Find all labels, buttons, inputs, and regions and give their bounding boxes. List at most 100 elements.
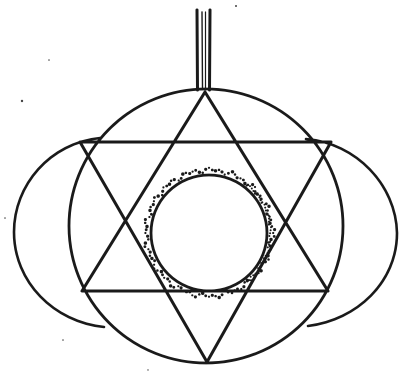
ring-dot bbox=[257, 267, 259, 269]
ring-dot bbox=[260, 199, 262, 201]
ring-dot bbox=[265, 212, 267, 214]
ring-dot bbox=[147, 238, 150, 241]
ring-dot bbox=[261, 202, 263, 204]
ring-dot bbox=[194, 295, 197, 298]
dotted-ring bbox=[144, 167, 277, 299]
ring-dot bbox=[153, 200, 155, 202]
ring-dot bbox=[165, 185, 168, 188]
ring-dot bbox=[267, 205, 270, 208]
ring-dot bbox=[144, 222, 147, 225]
ring-dot bbox=[180, 177, 183, 180]
ring-dot bbox=[201, 172, 204, 175]
ring-dot bbox=[144, 241, 147, 244]
ring-dot bbox=[236, 176, 239, 179]
ring-dot bbox=[231, 292, 234, 295]
ring-dot bbox=[272, 232, 274, 234]
ring-dot bbox=[188, 291, 191, 294]
ring-dot bbox=[149, 206, 152, 209]
ring-dot bbox=[269, 241, 271, 243]
ring-dot bbox=[224, 173, 226, 175]
ring-dot bbox=[240, 288, 242, 290]
ring-dot bbox=[168, 280, 171, 283]
ring-dot bbox=[144, 218, 147, 221]
ring-dot bbox=[153, 196, 156, 199]
ring-dot bbox=[236, 288, 239, 291]
stem bbox=[197, 10, 210, 90]
ring-dot bbox=[263, 261, 265, 263]
ring-dot bbox=[246, 281, 248, 283]
ring-dot bbox=[243, 182, 246, 185]
ring-dot bbox=[185, 172, 188, 175]
ring-dot bbox=[266, 252, 268, 254]
ring-dot bbox=[265, 255, 267, 257]
ring-dot bbox=[249, 185, 251, 187]
ring-dot bbox=[218, 169, 221, 172]
ring-dot bbox=[270, 226, 272, 228]
ring-dot bbox=[231, 170, 234, 173]
ring-dot bbox=[267, 246, 269, 248]
ring-dot bbox=[264, 207, 266, 209]
ring-dot bbox=[252, 274, 254, 276]
right-side-arc bbox=[306, 139, 397, 326]
ring-dot bbox=[233, 289, 236, 292]
ring-dot bbox=[198, 171, 201, 174]
ring-dot bbox=[218, 296, 221, 299]
ring-dot bbox=[181, 172, 184, 175]
ring-dot bbox=[265, 210, 267, 212]
ring-dot bbox=[192, 171, 194, 173]
ring-dot bbox=[220, 170, 223, 173]
ring-dot bbox=[185, 290, 188, 293]
ring-dot bbox=[148, 216, 150, 218]
ring-dot bbox=[254, 193, 256, 195]
ring-dot bbox=[250, 276, 252, 278]
ring-dot bbox=[208, 296, 210, 298]
ring-dot bbox=[243, 282, 245, 284]
ring-dot bbox=[166, 277, 169, 280]
ring-dot bbox=[268, 244, 270, 246]
ring-dot bbox=[157, 194, 160, 197]
ring-dot bbox=[161, 190, 164, 193]
ring-dot bbox=[208, 167, 210, 169]
ring-dot bbox=[204, 168, 207, 171]
ring-dot bbox=[270, 229, 272, 231]
ring-dot bbox=[239, 177, 241, 179]
ring-dot bbox=[257, 194, 259, 196]
ring-dot bbox=[191, 294, 193, 296]
ring-dot bbox=[268, 215, 270, 217]
ring-dot bbox=[253, 277, 255, 279]
ring-dot bbox=[211, 294, 214, 297]
ring-dot bbox=[149, 251, 152, 254]
ring-dot bbox=[211, 169, 214, 172]
ring-dot bbox=[273, 228, 276, 231]
ring-dot bbox=[204, 294, 207, 297]
ring-dot bbox=[234, 173, 237, 176]
ring-dot bbox=[145, 228, 148, 231]
ring-dot bbox=[162, 186, 164, 188]
ring-dot bbox=[201, 292, 204, 295]
ring-dot bbox=[153, 259, 156, 262]
ring-dot bbox=[147, 248, 149, 250]
ring-dot bbox=[145, 225, 148, 228]
ring-dot bbox=[261, 263, 263, 265]
ring-dot bbox=[198, 293, 201, 296]
ring-dot bbox=[144, 245, 147, 248]
ring-dot bbox=[252, 190, 254, 192]
ring-dot bbox=[270, 249, 272, 251]
ring-dot bbox=[177, 285, 179, 287]
ring-dot bbox=[268, 218, 270, 220]
ring-dot bbox=[172, 286, 175, 289]
ring-dot bbox=[168, 183, 171, 186]
ring-dot bbox=[194, 169, 197, 172]
ring-dot bbox=[161, 194, 164, 197]
ring-dot bbox=[267, 258, 270, 261]
ring-dot bbox=[224, 290, 226, 292]
ring-dot bbox=[266, 254, 269, 257]
ring-dot bbox=[251, 188, 253, 190]
ring-dot bbox=[214, 295, 217, 298]
ring-dot bbox=[270, 238, 272, 240]
ring-dot bbox=[173, 178, 176, 181]
ring-dot bbox=[257, 271, 259, 273]
ring-dot bbox=[163, 277, 165, 279]
ring-dot bbox=[255, 273, 257, 275]
ring-dot bbox=[242, 179, 245, 182]
